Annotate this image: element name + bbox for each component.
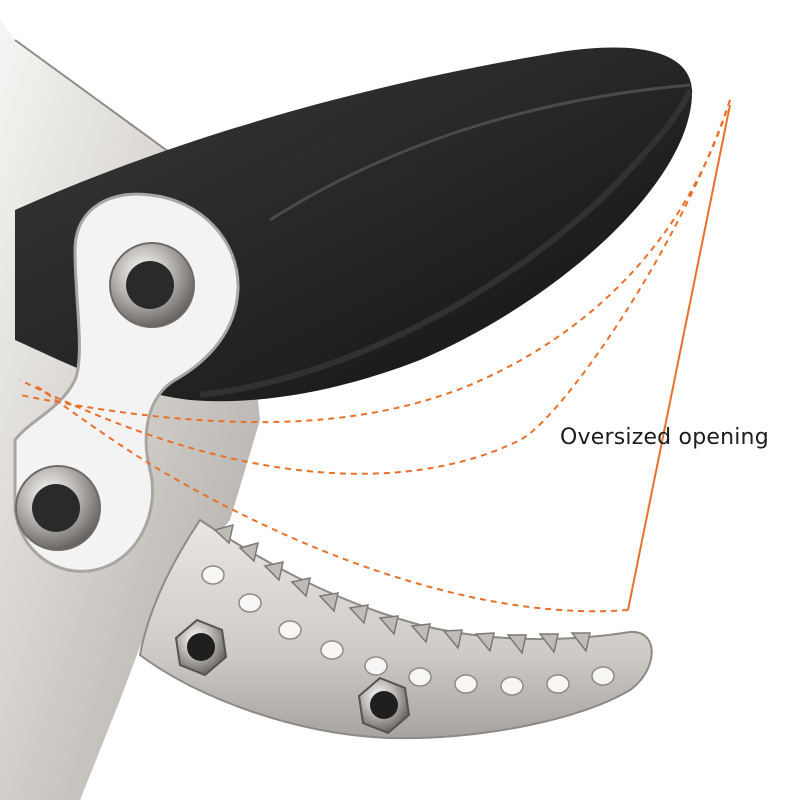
- opening-line-lower: [19, 99, 731, 475]
- handle-edge: [14, 39, 181, 161]
- hex-bolt-icon: [174, 618, 411, 735]
- opening-line-right: [627, 104, 731, 611]
- opening-annotation: [19, 99, 731, 613]
- opening-line-bottom: [34, 384, 629, 613]
- opening-line-upper: [19, 99, 731, 424]
- blade-bevel: [199, 88, 693, 398]
- blade-edge-highlight: [269, 83, 691, 222]
- anvil-teeth: [213, 523, 591, 655]
- rivet-icon: [15, 242, 195, 551]
- anvil-holes: [201, 565, 615, 696]
- oversized-opening-label: Oversized opening: [560, 425, 769, 450]
